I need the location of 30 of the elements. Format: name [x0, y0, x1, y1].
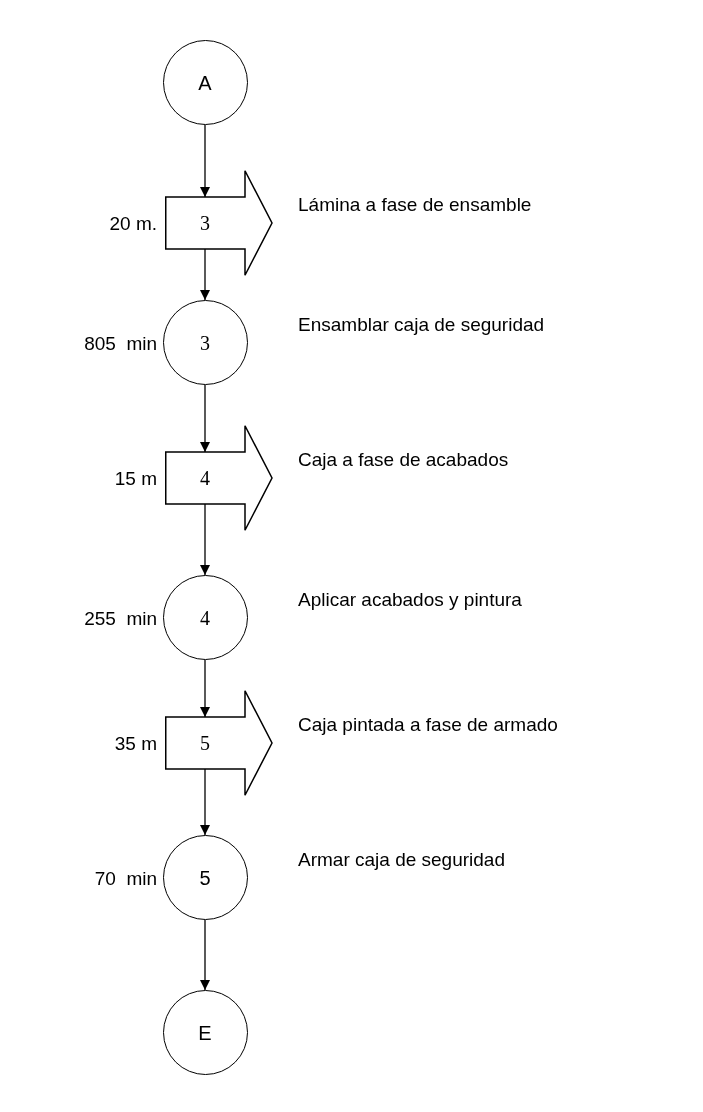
- step-description: Lámina a fase de ensamble: [298, 193, 533, 216]
- arrow: [199, 503, 211, 576]
- step-number: 3: [199, 213, 211, 233]
- step-number: 5: [199, 733, 211, 753]
- step-description: Caja a fase de acabados: [298, 448, 510, 471]
- duration-label: 15 m: [114, 467, 157, 490]
- step-number: 4: [199, 468, 211, 488]
- arrow: [199, 124, 211, 198]
- arrow: [199, 384, 211, 453]
- duration-label: 255 min: [84, 606, 157, 630]
- step-number: A: [198, 72, 212, 93]
- duration-label: 805 min: [84, 331, 157, 355]
- arrow: [199, 768, 211, 836]
- duration-label: 35 m: [114, 732, 157, 755]
- step-description: Aplicar acabados y pintura: [298, 587, 523, 611]
- step-number: 4: [200, 607, 210, 628]
- step-number: E: [198, 1022, 212, 1043]
- duration-label: 70 min: [94, 866, 157, 890]
- step-description: Caja pintada a fase de armado: [298, 713, 559, 736]
- arrow: [199, 919, 211, 991]
- transport-arrow-shape: [165, 170, 273, 276]
- step-number: 5: [199, 867, 211, 888]
- duration-label: 20 m.: [109, 212, 157, 235]
- transport-arrow-shape: [165, 425, 273, 531]
- transport-arrow-shape: [165, 690, 273, 796]
- step-description: Ensamblar caja de seguridad: [298, 312, 546, 336]
- arrow: [199, 659, 211, 718]
- step-number: 3: [200, 332, 210, 353]
- arrow: [199, 248, 211, 301]
- step-description: Armar caja de seguridad: [298, 847, 506, 871]
